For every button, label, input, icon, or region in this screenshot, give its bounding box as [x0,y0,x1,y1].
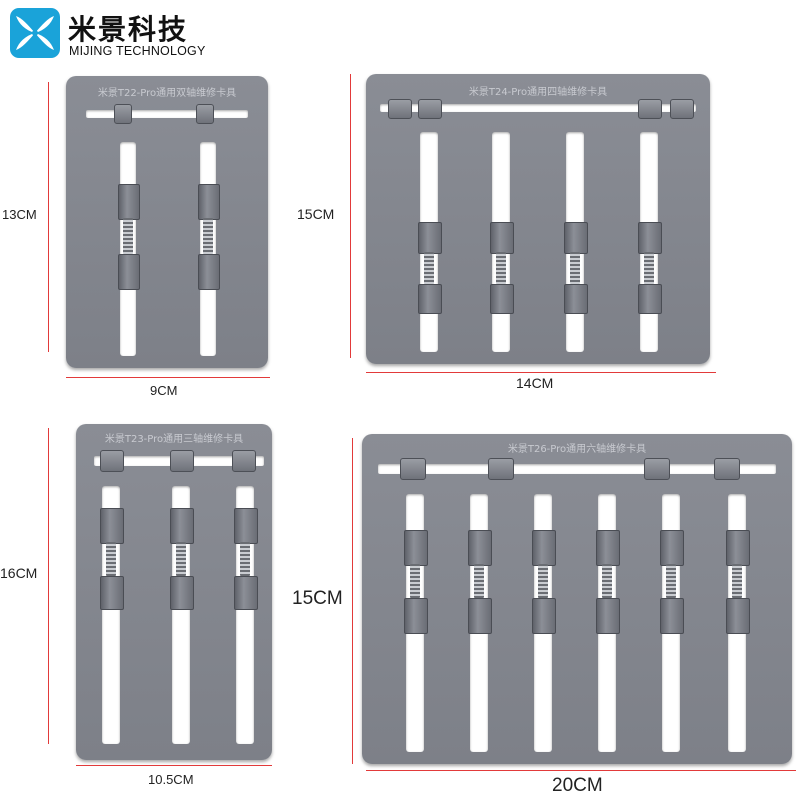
slider-block [118,184,140,220]
dimension-line-height [350,74,351,358]
dimension-width: 10.5CM [148,772,194,787]
slider-block [596,598,620,634]
edge-clip [388,99,412,119]
horizontal-slot [86,110,248,118]
edge-clip [714,458,740,480]
fixture-plate: 米景T24-Pro通用四轴维修卡具 [366,74,710,364]
dimension-height: 15CM [297,206,335,222]
edge-clip [196,104,214,124]
dimension-height: 13CM [2,207,37,222]
spring [644,252,654,284]
slider-block [490,222,514,254]
slider-block [418,284,442,314]
slider-block [638,284,662,314]
spring [570,252,580,284]
spring [410,564,420,598]
slider-block [532,530,556,566]
slider-block [596,530,620,566]
slider-block [564,222,588,254]
spring [176,542,186,576]
slider-block [198,254,220,290]
edge-clip [100,450,124,472]
slider-block [532,598,556,634]
dimension-line-width [66,377,270,378]
edge-clip [114,104,132,124]
edge-clip [488,458,514,480]
horizontal-slot [378,464,776,474]
slider-block [100,576,124,610]
dimension-line-height [352,438,353,764]
dimension-line-width [366,770,796,771]
dimension-height: 16CM [0,565,38,581]
edge-clip [670,99,694,119]
fixture-label: 米景T23-Pro通用三轴维修卡具 [104,434,244,445]
dimension-line-width [76,765,272,766]
slider-block [234,508,258,544]
slider-block [118,254,140,290]
slider-block [234,576,258,610]
dimension-width: 14CM [516,375,554,391]
slider-block [198,184,220,220]
fixture-label: 米景T24-Pro通用四轴维修卡具 [468,87,608,98]
edge-clip [232,450,256,472]
spring [203,218,213,254]
dimension-line-width [366,372,716,373]
spring [732,564,742,598]
edge-clip [644,458,670,480]
spring [538,564,548,598]
spring [602,564,612,598]
dimension-width: 20CM [552,775,603,796]
slider-block [638,222,662,254]
edge-clip [400,458,426,480]
slider-block [404,598,428,634]
slider-block [418,222,442,254]
dimension-height: 15CM [292,588,343,609]
spring [496,252,506,284]
edge-clip [418,99,442,119]
dimension-width: 9CM [150,383,178,398]
spring [474,564,484,598]
spring [240,542,250,576]
fixture-plate: 米景T26-Pro通用六轴维修卡具 [362,434,792,764]
dimension-line-height [48,428,49,744]
spring [424,252,434,284]
fixture-label: 米景T26-Pro通用六轴维修卡具 [507,444,647,455]
fixture-plate: 米景T23-Pro通用三轴维修卡具 [76,424,272,760]
slider-block [490,284,514,314]
fixture-label: 米景T22-Pro通用双轴维修卡具 [97,88,237,99]
brand-name-cn: 米景科技 [68,13,189,46]
slider-block [100,508,124,544]
brand-name-en: MIJING TECHNOLOGY [69,44,206,58]
spring [123,218,133,254]
fixture-plate: 米景T22-Pro通用双轴维修卡具 [66,76,268,368]
edge-clip [170,450,194,472]
slider-block [468,598,492,634]
slider-block [170,508,194,544]
dimension-line-height [48,82,49,352]
slider-block [660,598,684,634]
slider-block [404,530,428,566]
slider-block [726,530,750,566]
spring [666,564,676,598]
slider-block [564,284,588,314]
slider-block [726,598,750,634]
slider-block [660,530,684,566]
slider-block [170,576,194,610]
edge-clip [638,99,662,119]
spring [106,542,116,576]
mijing-logo-icon [10,8,60,58]
horizontal-slot [380,104,696,112]
slider-block [468,530,492,566]
